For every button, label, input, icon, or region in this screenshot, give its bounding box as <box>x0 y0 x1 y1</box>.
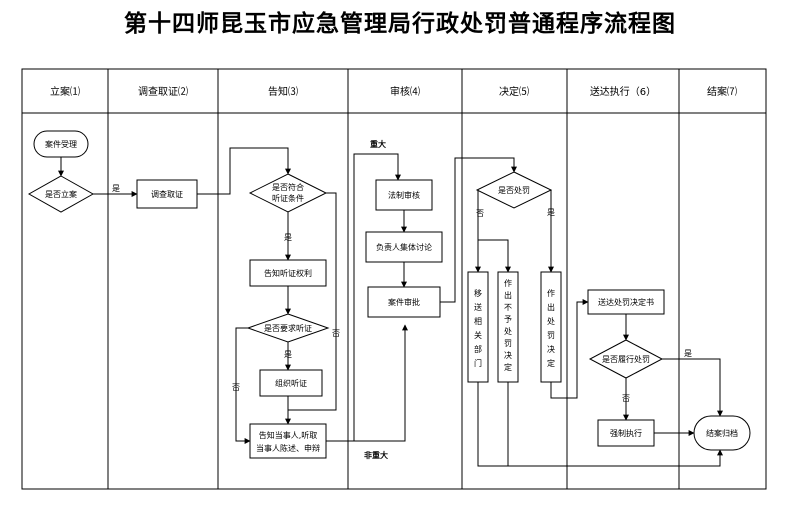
yes-label: 是 <box>284 233 292 242</box>
is-filed-label: 是否立案 <box>45 189 77 199</box>
no-label: 否 <box>332 329 340 338</box>
lane-header-decision: 决定⑸ <box>499 85 529 98</box>
request-hearing-label: 是否要求听证 <box>264 323 312 333</box>
svg-text:罚: 罚 <box>504 339 512 348</box>
investigate-label: 调查取证 <box>151 189 183 199</box>
is-executed-label: 是否履行处罚 <box>602 354 650 364</box>
case-approval-label: 案件审批 <box>388 297 420 307</box>
svg-text:予: 予 <box>504 315 512 324</box>
case-closed-label: 结案归档 <box>706 428 738 438</box>
connector-arrow <box>235 327 251 444</box>
svg-text:处: 处 <box>547 316 555 326</box>
enforcement-node <box>597 419 655 447</box>
deliver-decision-node <box>587 289 665 315</box>
connector-arrow <box>475 189 481 273</box>
svg-text:送: 送 <box>474 302 482 312</box>
svg-text:定: 定 <box>547 358 555 368</box>
connector-arrow <box>326 153 401 442</box>
connector-arrow <box>477 382 723 467</box>
no-label: 否 <box>622 394 630 403</box>
page-title: 第十四师昆玉市应急管理局行政处罚普通程序流程图 <box>124 10 676 37</box>
svg-text:定: 定 <box>504 362 512 372</box>
svg-text:相: 相 <box>474 316 482 326</box>
svg-text:决: 决 <box>547 344 555 354</box>
lane-header-closing: 结案⑺ <box>707 85 737 98</box>
notify-hearing-right-label: 告知听证权利 <box>264 268 312 278</box>
notify-party-node <box>249 423 327 459</box>
hearing-condition-line2: 听证条件 <box>272 193 304 203</box>
notify-hearing-right-node <box>249 259 327 287</box>
is-penalty-label: 是否处罚 <box>498 185 530 195</box>
organize-hearing-node <box>259 369 323 397</box>
connector-arrow <box>197 147 291 195</box>
svg-text:罚: 罚 <box>547 331 555 340</box>
connector-arrow <box>550 299 589 399</box>
major-case-label: 重大 <box>370 139 386 149</box>
non-major-case-label: 非重大 <box>364 450 388 460</box>
organize-hearing-label: 组织听证 <box>275 378 307 388</box>
svg-text:门: 门 <box>474 358 482 368</box>
yes-label: 是 <box>547 208 555 217</box>
yes-label: 是 <box>284 350 292 359</box>
is-penalty-decision <box>475 171 553 209</box>
lane-header-delivery: 送达执行（6） <box>590 85 656 98</box>
yes-label: 是 <box>684 349 692 358</box>
start-node-label: 案件受理 <box>45 139 77 149</box>
lane-header-filing: 立案⑴ <box>50 85 80 98</box>
lane-header-investigation: 调查取证⑵ <box>138 85 188 98</box>
investigate-node <box>136 179 198 209</box>
lane-header-notification: 告知⑶ <box>268 85 298 98</box>
deliver-decision-label: 送达处罚决定书 <box>598 297 654 307</box>
svg-text:作: 作 <box>547 288 555 298</box>
svg-text:处: 处 <box>504 326 512 336</box>
svg-text:作: 作 <box>504 278 512 288</box>
svg-text:不: 不 <box>504 303 512 312</box>
no-label: 否 <box>476 209 484 218</box>
penalty-decision-label: 作 出 处 罚 决 定 <box>547 288 555 368</box>
svg-text:出: 出 <box>504 290 512 300</box>
svg-text:决: 决 <box>504 350 512 360</box>
case-closed-node <box>693 415 751 451</box>
legal-review-label: 法制审核 <box>388 190 420 200</box>
is-filed-decision <box>27 175 95 213</box>
connector-arrow <box>326 324 408 442</box>
svg-text:移: 移 <box>474 288 482 298</box>
svg-text:部: 部 <box>474 344 482 354</box>
case-approval-node <box>367 286 441 318</box>
hearing-condition-line1: 是否符合 <box>272 182 304 192</box>
connector-line <box>288 192 337 411</box>
collective-discussion-node <box>365 231 443 263</box>
yes-label: 是 <box>112 184 120 193</box>
svg-text:关: 关 <box>474 330 482 340</box>
swimlane-frame <box>21 68 767 490</box>
collective-discussion-label: 负责人集体讨论 <box>376 242 432 252</box>
hearing-condition-decision <box>248 173 328 213</box>
notify-party-line2: 当事人陈述、申辩 <box>256 443 320 453</box>
connector-arrow <box>662 358 723 417</box>
svg-text:出: 出 <box>547 302 555 312</box>
enforcement-label: 强制执行 <box>610 428 642 438</box>
lane-header-review: 审核⑷ <box>390 85 420 98</box>
connector-arrow <box>440 157 517 303</box>
transfer-label: 移 送 相 关 部 门 <box>474 288 482 368</box>
notify-party-line1: 告知当事人,听取 <box>259 430 318 440</box>
legal-review-node <box>375 179 433 211</box>
no-penalty-decision-label: 作 出 不 予 处 罚 决 定 <box>504 278 512 372</box>
no-label: 否 <box>232 383 240 392</box>
connector-arrow <box>478 239 511 273</box>
